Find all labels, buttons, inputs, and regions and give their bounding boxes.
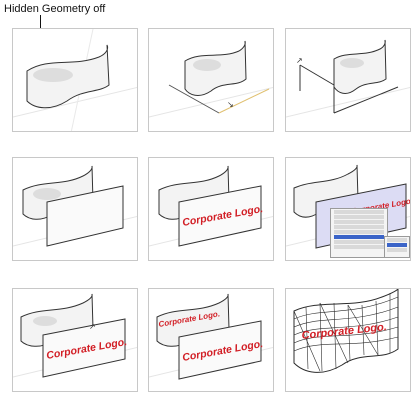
step-panel-1[interactable]	[12, 28, 138, 132]
menu-item[interactable]	[334, 210, 384, 214]
panel-9-drawing: Corporate Logo.	[293, 289, 399, 373]
menu-item[interactable]	[334, 240, 384, 244]
panel-4-drawing	[13, 165, 137, 247]
cursor-icon: ↗	[296, 56, 303, 65]
surface-shading	[33, 68, 73, 82]
step-panel-5[interactable]: Corporate Logo.	[148, 157, 274, 261]
surface-shading	[33, 188, 61, 200]
menu-item[interactable]	[334, 245, 384, 249]
step-panel-7[interactable]: Corporate Logo. ↗	[12, 288, 138, 392]
step-panel-3[interactable]: ↗	[285, 28, 411, 132]
cursor-icon: ↘	[227, 100, 234, 109]
panel-7-drawing: Corporate Logo. ↗	[13, 293, 137, 378]
hidden-geometry-callout: Hidden Geometry off	[4, 3, 106, 15]
surface-shading	[33, 316, 57, 326]
curved-surface	[333, 39, 387, 94]
menu-item-selected[interactable]	[334, 235, 384, 239]
step-panel-4[interactable]	[12, 157, 138, 261]
flat-rectangle	[178, 185, 262, 247]
context-menu[interactable]	[330, 208, 388, 258]
flat-rectangle	[46, 185, 124, 247]
submenu-item[interactable]	[387, 248, 407, 252]
surface-shading	[193, 59, 221, 71]
panel-5-drawing: Corporate Logo.	[149, 165, 273, 247]
menu-item[interactable]	[334, 230, 384, 234]
step-panel-8[interactable]: Corporate Logo. Corporate Logo.	[148, 288, 274, 392]
submenu-item[interactable]	[387, 238, 407, 242]
surface-shading	[340, 58, 364, 68]
step-panel-6[interactable]: Corporate Logo.	[285, 157, 411, 261]
panel-2-drawing: ↘	[149, 40, 273, 118]
menu-item[interactable]	[334, 220, 384, 224]
flat-rectangle	[42, 318, 126, 378]
panel-1-drawing	[13, 29, 137, 131]
menu-item[interactable]	[334, 215, 384, 219]
submenu-item-selected[interactable]	[387, 243, 407, 247]
panel-3-drawing: ↗	[286, 39, 410, 118]
hidden-geometry-mesh	[293, 293, 399, 372]
panel-8-drawing: Corporate Logo. Corporate Logo.	[149, 293, 273, 380]
context-submenu[interactable]	[384, 236, 410, 258]
step-panel-9[interactable]: Corporate Logo.	[285, 288, 411, 392]
flat-rectangle	[178, 320, 262, 380]
menu-item[interactable]	[334, 225, 384, 229]
step-panel-2[interactable]: ↘	[148, 28, 274, 132]
cursor-icon: ↗	[89, 322, 96, 331]
